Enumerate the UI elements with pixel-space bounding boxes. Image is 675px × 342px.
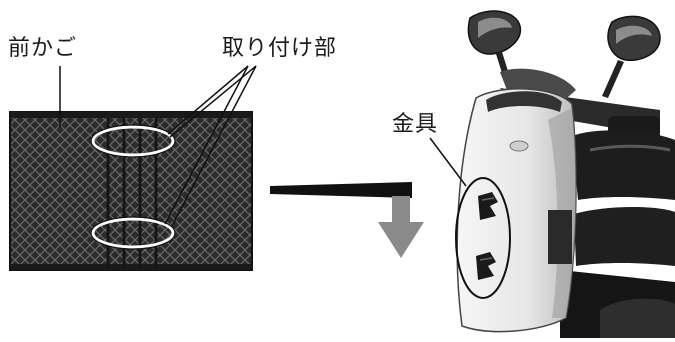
mounting-part-lower-marker <box>91 217 175 249</box>
right-mirror <box>607 15 661 62</box>
mounting-part-upper-marker <box>91 125 175 157</box>
basket-bottom-rim <box>10 264 252 270</box>
basket-rim <box>10 112 252 118</box>
arrow-right-icon <box>270 182 412 198</box>
wheel-fender <box>600 298 675 338</box>
brand-emblem <box>509 140 529 152</box>
bracket-upper <box>478 192 498 220</box>
mounting-leader-line <box>171 65 257 227</box>
mounting-part-lower-marker-outline <box>90 216 176 250</box>
seat-cushion <box>574 207 675 266</box>
front-basket-label: 前かご <box>8 36 78 61</box>
bracket-label: 金具 <box>392 112 439 137</box>
right-mirror-stem <box>602 60 624 98</box>
mounting-leader-line <box>164 65 249 225</box>
seat-back <box>572 130 675 200</box>
bracket-leader-line <box>429 137 467 187</box>
direction-arrow <box>270 182 424 258</box>
bracket-lower <box>476 252 496 280</box>
bracket-marker <box>455 177 511 299</box>
side-box <box>548 210 572 264</box>
right-mirror-highlight <box>616 25 652 44</box>
scooter-illustration <box>429 10 675 338</box>
mounting-part-upper-marker-outline <box>90 124 176 158</box>
mounting-leader-line <box>169 65 257 138</box>
basket-mesh <box>9 111 253 271</box>
left-mirror-highlight <box>478 17 512 38</box>
mounting-part-label: 取り付け部 <box>222 36 338 61</box>
column-top-dark <box>486 91 562 112</box>
left-mirror <box>467 10 522 55</box>
seat-highlight <box>589 144 671 152</box>
front-basket-illustration <box>9 65 257 271</box>
mounting-leader-line <box>167 65 249 135</box>
arrow-down-icon <box>378 196 424 258</box>
